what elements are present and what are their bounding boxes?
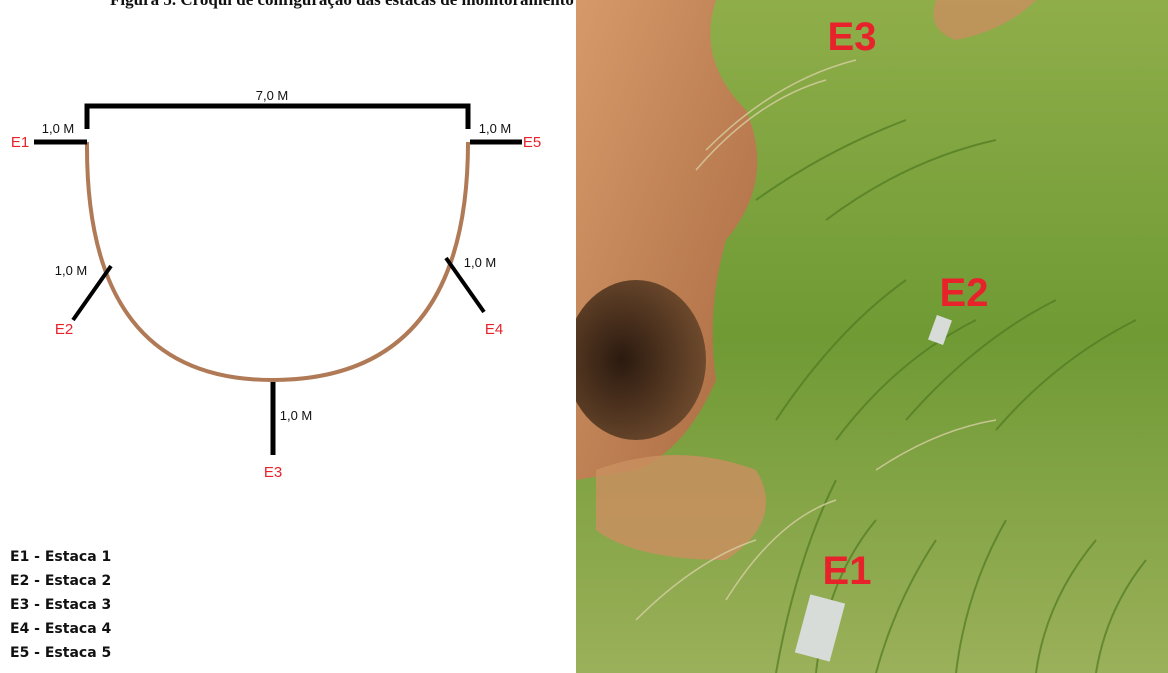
figure-caption: Figura 5. Croqui de configuração das est…	[110, 0, 1030, 10]
stake-label-e1: E1	[11, 134, 29, 151]
stake-label-e2: E2	[55, 321, 73, 338]
legend-item: E3 - Estaca 3	[10, 597, 112, 613]
stake-marker-e1	[794, 594, 846, 662]
legend-item: E1 - Estaca 1	[10, 549, 112, 565]
stake-legend: E1 - Estaca 1 E2 - Estaca 2 E3 - Estaca …	[10, 545, 111, 665]
stake-length-label-e2: 1,0 M	[55, 263, 88, 278]
dry-grass	[635, 59, 997, 621]
legend-item: E2 - Estaca 2	[10, 573, 112, 589]
stake-layout-diagram: 7,0 M 1,0 M 1,0 M 1,0 M 1,0 M 1,0 M E1 E…	[11, 88, 541, 481]
grass-blades	[755, 119, 1147, 673]
stake-line-e2	[71, 264, 113, 322]
photo-label-e3: E3	[828, 15, 877, 59]
top-dimension-label: 7,0 M	[256, 88, 289, 103]
soil-patch-right	[933, 0, 1036, 40]
stake-length-label-e5: 1,0 M	[479, 121, 512, 136]
stake-label-e4: E4	[485, 321, 503, 338]
legend-item: E5 - Estaca 5	[10, 645, 112, 661]
photo-label-e1: E1	[823, 549, 872, 593]
gully-hole	[576, 280, 706, 440]
field-photo-illustration: E3 E2 E1	[576, 0, 1168, 673]
stake-length-label-e4: 1,0 M	[464, 255, 497, 270]
stake-label-e5: E5	[523, 134, 541, 151]
photo-label-e2: E2	[940, 271, 989, 315]
legend-item: E4 - Estaca 4	[10, 621, 112, 637]
soil-ledge	[596, 455, 766, 560]
stake-line-e4	[444, 256, 486, 314]
stake-length-label-e1: 1,0 M	[42, 121, 75, 136]
field-photo: E3 E2 E1	[576, 0, 1168, 673]
stake-marker-e2	[928, 315, 952, 345]
top-dimension-line	[84, 103, 471, 129]
stake-label-e3: E3	[264, 464, 282, 481]
gully-edge-arc	[84, 141, 470, 383]
stake-length-label-e3: 1,0 M	[280, 408, 313, 423]
